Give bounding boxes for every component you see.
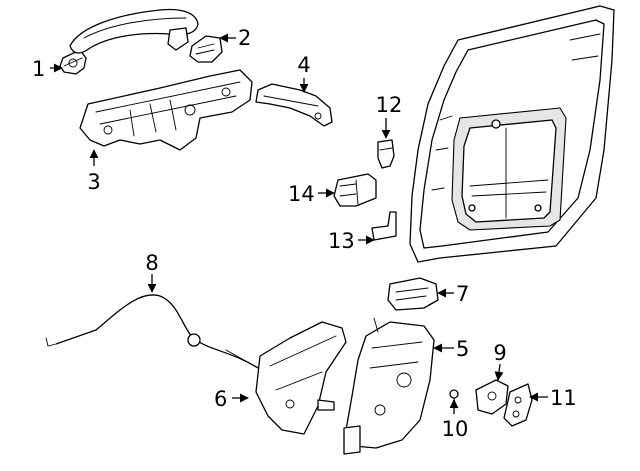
callout-9: 9 <box>493 341 506 365</box>
callout-3: 3 <box>87 170 100 194</box>
part-2-handle-cap <box>189 35 223 63</box>
callout-7: 7 <box>456 282 469 306</box>
part-5-door-latch <box>343 317 435 455</box>
door-frame <box>409 5 615 263</box>
part-3-handle-carrier <box>79 69 253 151</box>
callout-13: 13 <box>328 229 355 253</box>
part-9-striker <box>475 379 509 415</box>
part-4-bracket <box>255 83 333 127</box>
callout-6: 6 <box>214 387 227 411</box>
callout-8: 8 <box>145 251 158 275</box>
callout-labels: 1 2 3 4 5 6 7 8 9 10 11 12 13 14 <box>32 26 577 441</box>
callout-4: 4 <box>297 53 310 77</box>
callout-1: 1 <box>32 57 45 81</box>
part-14-housing <box>333 173 377 207</box>
part-11-plate <box>503 383 533 427</box>
callout-10: 10 <box>442 417 469 441</box>
callout-11: 11 <box>550 386 577 410</box>
part-12-small-bracket <box>377 139 395 169</box>
callout-5: 5 <box>456 337 469 361</box>
part-8-cable <box>45 294 263 371</box>
part-7-actuator <box>387 277 439 311</box>
part-1-handle-bezel <box>59 49 87 75</box>
outside-handle <box>69 8 199 54</box>
callout-leaders <box>50 33 548 414</box>
part-13-clip <box>371 211 397 241</box>
callout-12: 12 <box>376 93 403 117</box>
callout-14: 14 <box>288 182 315 206</box>
callout-2: 2 <box>238 26 251 50</box>
part-6-lock-housing <box>255 321 347 435</box>
